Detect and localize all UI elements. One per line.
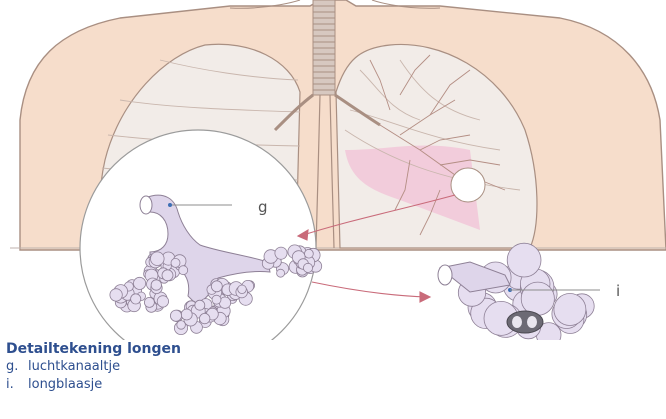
sample-marker xyxy=(451,168,485,202)
legend-marker-g: g. xyxy=(6,358,28,376)
legend-label-g: luchtkanaaltje xyxy=(28,359,120,374)
callout-i-label: i xyxy=(616,282,620,300)
lung-illustration: g i xyxy=(0,0,666,340)
callout-g-label: g xyxy=(258,198,268,216)
figure-caption: Detailtekening longen g.luchtkanaaltje i… xyxy=(6,340,406,394)
legend-label-i: longblaasje xyxy=(28,377,102,392)
legend-item-g: g.luchtkanaaltje xyxy=(6,358,406,376)
alveolus-detail xyxy=(438,243,594,340)
legend-item-i: i.longblaasje xyxy=(6,376,406,394)
caption-title: Detailtekening longen xyxy=(6,340,406,358)
legend-marker-i: i. xyxy=(6,376,28,394)
